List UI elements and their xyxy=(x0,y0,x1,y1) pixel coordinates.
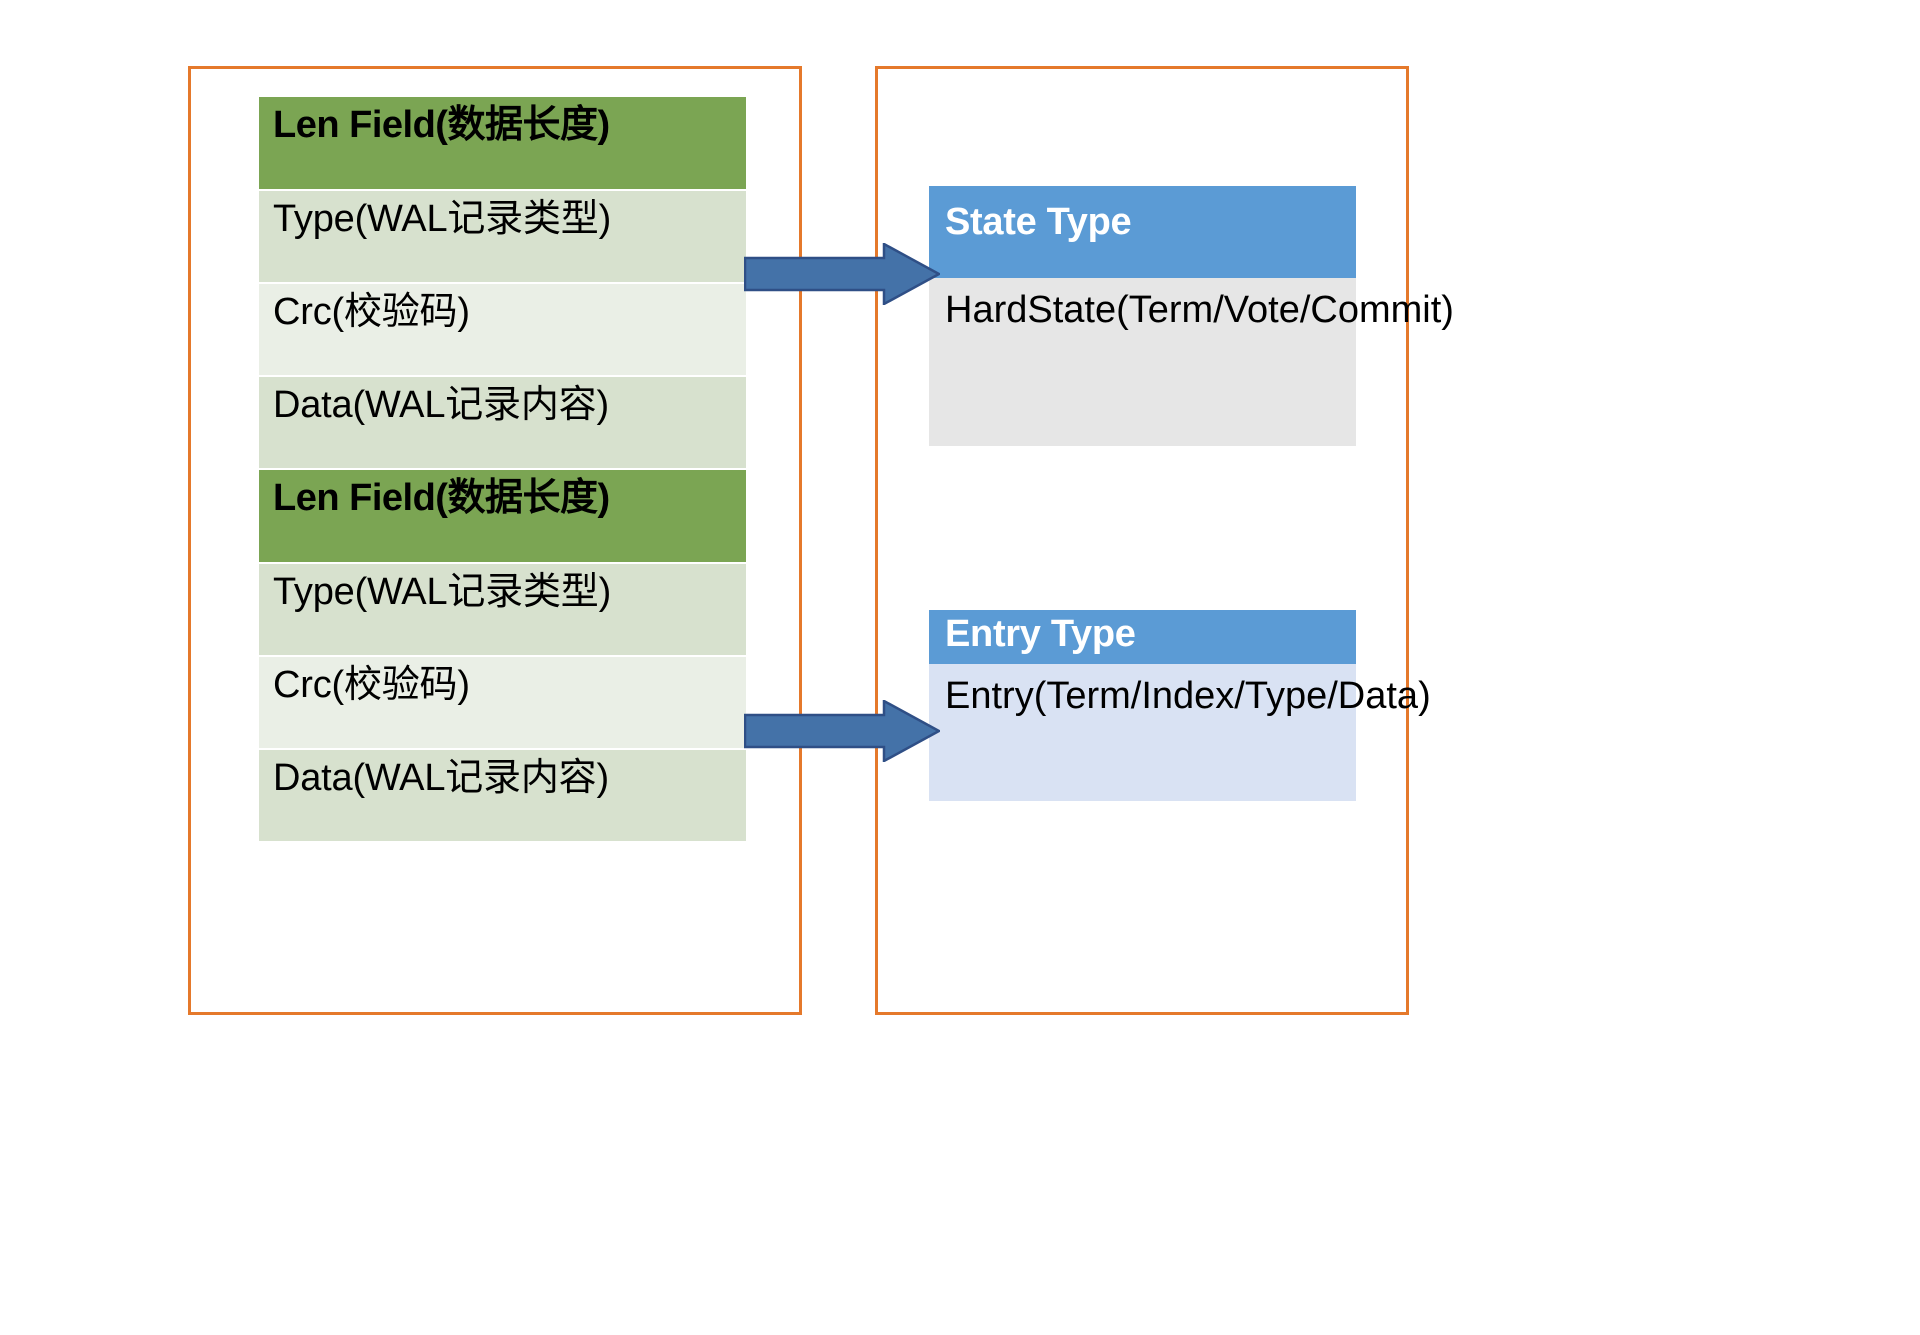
wal-row-label: Type(WAL记录类型) xyxy=(273,198,612,240)
wal-row-label: Data(WAL记录内容) xyxy=(273,384,609,426)
arrow-right-icon xyxy=(744,700,940,762)
wal-row-label: Len Field(数据长度) xyxy=(273,477,610,519)
entry-type-box: Entry Type Entry(Term/Index/Type/Data) xyxy=(929,610,1431,801)
wal-row-label: Len Field(数据长度) xyxy=(273,104,610,146)
arrow-right-icon xyxy=(744,243,940,305)
state-type-box: State Type HardState(Term/Vote/Commit) xyxy=(929,186,1454,446)
right-panel-frame xyxy=(875,66,1409,1015)
wal-row-type-2: Type(WAL记录类型) xyxy=(259,564,746,655)
wal-row-data-2: Data(WAL记录内容) xyxy=(259,750,746,841)
state-type-body: HardState(Term/Vote/Commit) xyxy=(929,278,1454,446)
state-type-header: State Type xyxy=(929,186,1356,278)
wal-row-len-field-2: Len Field(数据长度) xyxy=(259,470,746,562)
wal-record-table: Len Field(数据长度) Type(WAL记录类型) Crc(校验码) D… xyxy=(259,97,746,841)
wal-row-label: Crc(校验码) xyxy=(273,664,470,706)
wal-row-len-field-1: Len Field(数据长度) xyxy=(259,97,746,189)
entry-type-header: Entry Type xyxy=(929,610,1356,664)
wal-row-label: Crc(校验码) xyxy=(273,291,470,333)
entry-type-body: Entry(Term/Index/Type/Data) xyxy=(929,664,1431,801)
wal-row-type-1: Type(WAL记录类型) xyxy=(259,191,746,282)
left-panel-frame xyxy=(188,66,802,1015)
wal-row-label: Data(WAL记录内容) xyxy=(273,757,609,799)
wal-row-data-1: Data(WAL记录内容) xyxy=(259,377,746,468)
wal-row-crc-2: Crc(校验码) xyxy=(259,657,746,748)
wal-row-crc-1: Crc(校验码) xyxy=(259,284,746,375)
wal-row-label: Type(WAL记录类型) xyxy=(273,571,612,613)
